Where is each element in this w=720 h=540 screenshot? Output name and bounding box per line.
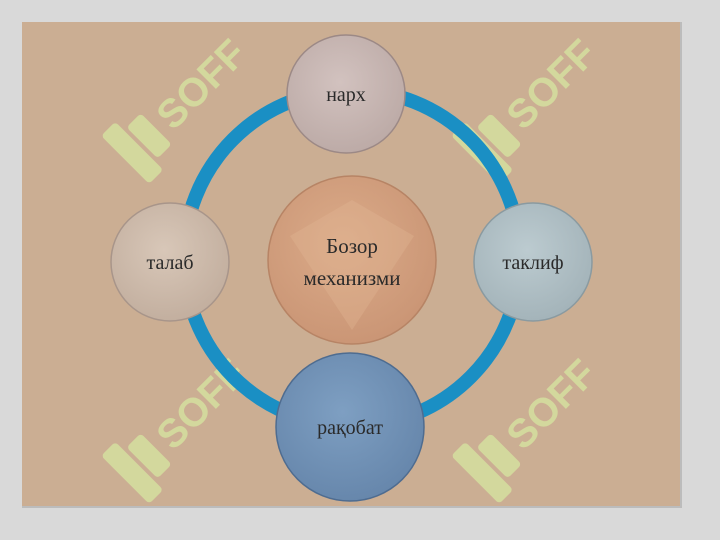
center-label-line1: Бозор	[326, 234, 378, 258]
node-top	[286, 34, 406, 154]
node-right	[473, 202, 593, 322]
center-label-line2: механизми	[303, 266, 401, 290]
svg-text:SOFF: SOFF	[498, 351, 605, 458]
node-bottom	[275, 352, 425, 502]
node-bottom-label: рақобат	[317, 417, 383, 439]
svg-text:SOFF: SOFF	[148, 31, 255, 138]
node-top-label: нарх	[326, 84, 366, 106]
center-node-label: Бозор механизми	[304, 230, 401, 294]
svg-text:SOFF: SOFF	[498, 31, 605, 138]
node-left	[110, 202, 230, 322]
node-left-label: талаб	[146, 252, 194, 274]
center-node	[267, 175, 437, 345]
svg-text:SOFF: SOFF	[148, 351, 255, 458]
node-right-label: таклиф	[502, 252, 564, 274]
